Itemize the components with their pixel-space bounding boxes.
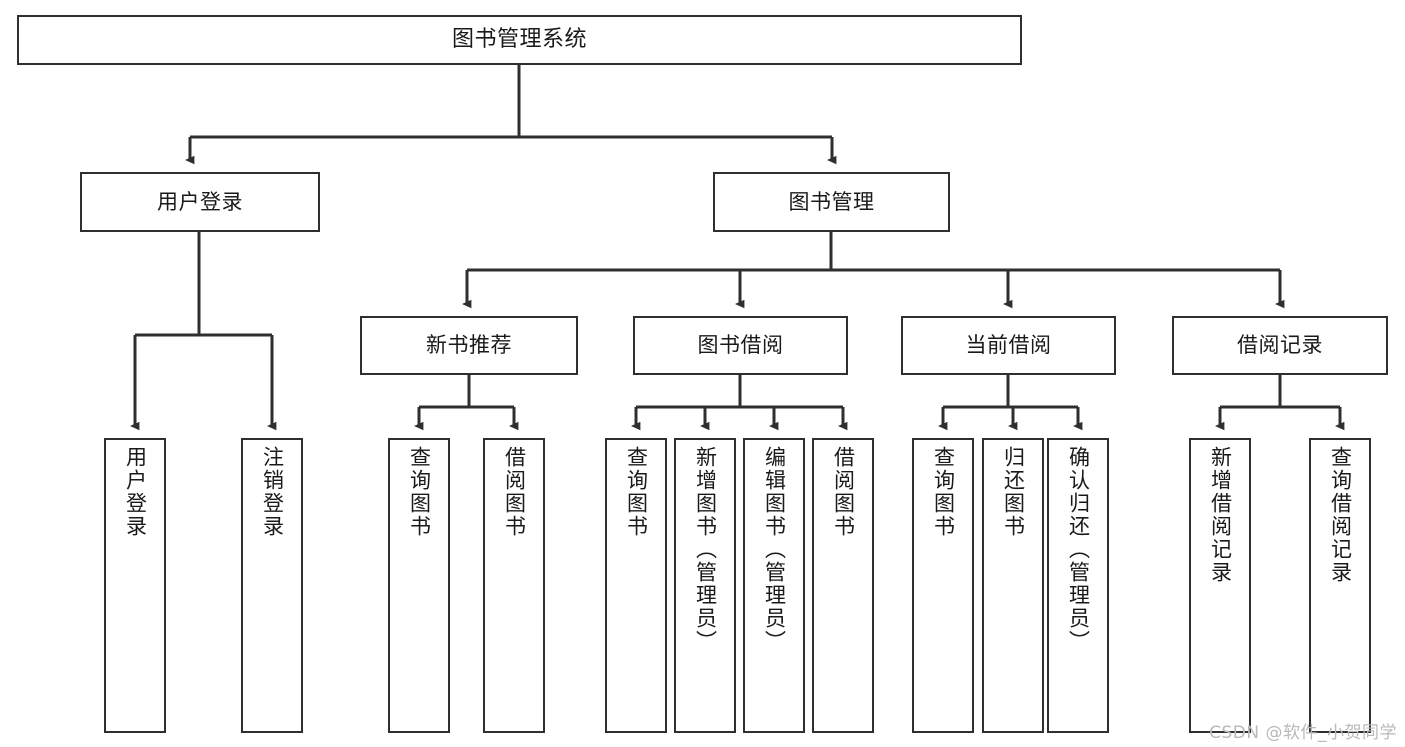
- node-label: 图书管理: [788, 189, 875, 214]
- node-label: 查询图书: [624, 446, 649, 538]
- node-label: 借阅图书: [831, 446, 856, 538]
- node-user-login[interactable]: 用户登录: [80, 172, 320, 232]
- node-leaf-add-book-admin[interactable]: 新增图书（管理员）: [674, 438, 736, 733]
- node-leaf-query-borrow-record[interactable]: 查询借阅记录: [1309, 438, 1371, 733]
- node-leaf-user-login[interactable]: 用户登录: [104, 438, 166, 733]
- node-leaf-query-book-borrow[interactable]: 查询图书: [605, 438, 667, 733]
- node-label: 查询借阅记录: [1328, 446, 1353, 584]
- node-borrow-record[interactable]: 借阅记录: [1172, 316, 1388, 375]
- watermark: CSDN @软件_小贺同学: [1209, 723, 1397, 743]
- node-label: 查询图书: [931, 446, 956, 538]
- node-book-management[interactable]: 图书管理: [713, 172, 950, 232]
- node-label: 新增图书（管理员）: [693, 446, 718, 653]
- node-label: 新增借阅记录: [1208, 446, 1233, 584]
- node-root-book-management-system[interactable]: 图书管理系统: [17, 15, 1022, 65]
- node-label: 图书借阅: [697, 333, 784, 358]
- node-label: 用户登录: [123, 446, 148, 538]
- node-leaf-logout[interactable]: 注销登录: [241, 438, 303, 733]
- node-leaf-query-book-recommend[interactable]: 查询图书: [388, 438, 450, 733]
- node-current-borrow[interactable]: 当前借阅: [901, 316, 1116, 375]
- node-label: 查询图书: [407, 446, 432, 538]
- node-leaf-add-borrow-record[interactable]: 新增借阅记录: [1189, 438, 1251, 733]
- node-label: 借阅图书: [502, 446, 527, 538]
- node-leaf-return-book[interactable]: 归还图书: [982, 438, 1044, 733]
- node-leaf-confirm-return-admin[interactable]: 确认归还（管理员）: [1047, 438, 1109, 733]
- node-new-book-recommend[interactable]: 新书推荐: [360, 316, 578, 375]
- node-leaf-edit-book-admin[interactable]: 编辑图书（管理员）: [743, 438, 805, 733]
- node-label: 编辑图书（管理员）: [762, 446, 787, 653]
- node-book-borrow[interactable]: 图书借阅: [633, 316, 848, 375]
- node-label: 确认归还（管理员）: [1066, 446, 1091, 653]
- node-leaf-borrow-book-recommend[interactable]: 借阅图书: [483, 438, 545, 733]
- node-label: 用户登录: [157, 189, 243, 214]
- node-leaf-query-book-current[interactable]: 查询图书: [912, 438, 974, 733]
- node-label: 图书管理系统: [451, 27, 587, 53]
- node-leaf-borrow-book[interactable]: 借阅图书: [812, 438, 874, 733]
- node-label: 新书推荐: [426, 333, 512, 358]
- node-label: 当前借阅: [965, 333, 1052, 358]
- node-label: 借阅记录: [1237, 333, 1323, 358]
- node-label: 归还图书: [1001, 446, 1026, 538]
- node-label: 注销登录: [260, 446, 285, 538]
